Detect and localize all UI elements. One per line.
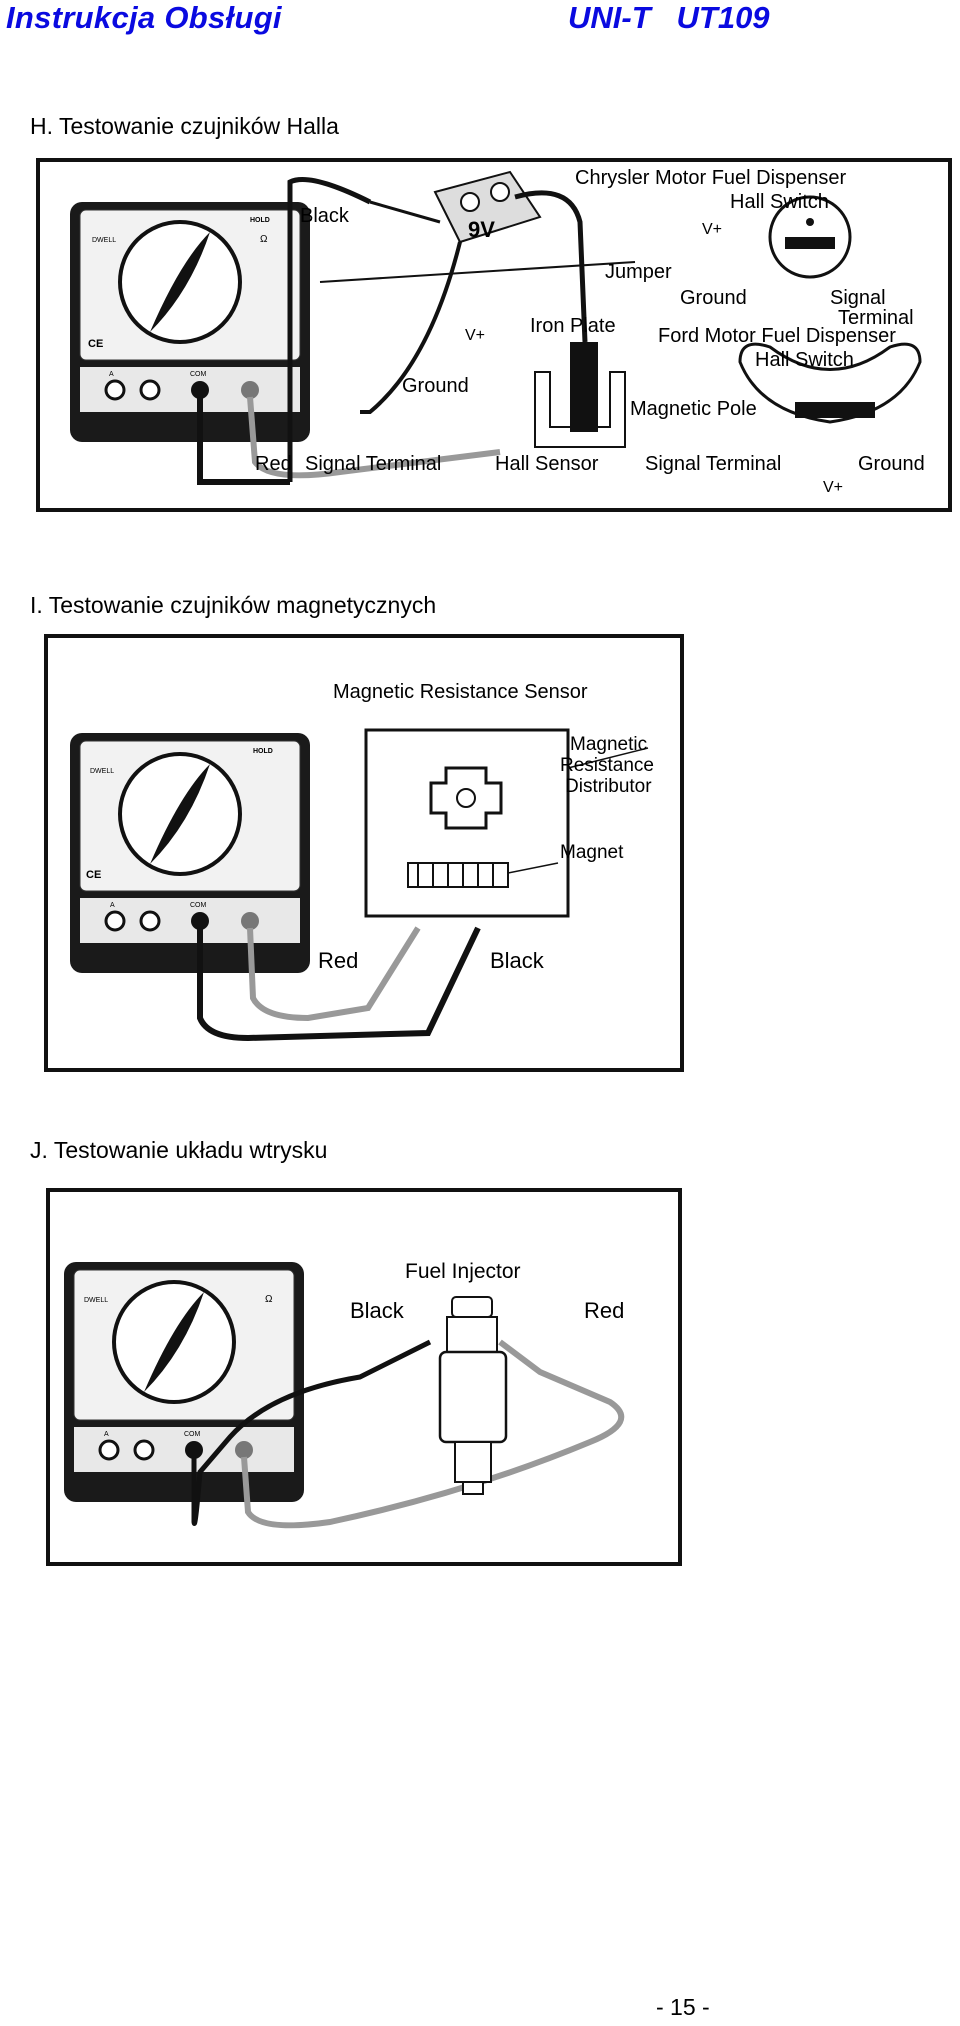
- label-jumper: Jumper: [605, 261, 672, 283]
- label-hall-switch-bottom: Hall Switch: [755, 349, 854, 371]
- a-jack-label: A: [104, 1431, 109, 1438]
- ohm-symbol: Ω: [265, 1294, 273, 1305]
- label-ground-3: Ground: [858, 453, 925, 475]
- multimeter-icon: DWELL Ω A COM: [64, 1262, 304, 1502]
- label-red: Red: [255, 453, 292, 475]
- brand-name: UNI-T: [568, 0, 651, 35]
- label-signal-1: Signal: [830, 287, 886, 309]
- label-terminal-1: Terminal: [838, 307, 914, 329]
- a-jack-label: A: [109, 371, 114, 378]
- magnetic-sensor-diagram: HOLD DWELL CE A COM Magnetic Resistance …: [44, 634, 684, 1072]
- a-jack-label: A: [110, 902, 115, 909]
- label-fuel-injector: Fuel Injector: [405, 1260, 521, 1283]
- label-red: Red: [318, 948, 358, 973]
- sensor-box: [364, 728, 570, 918]
- hall-sensor-diagram: HOLD DWELL CE Ω A COM 9V: [36, 158, 952, 512]
- label-iron-plate: Iron Plate: [530, 315, 616, 337]
- label-distributor-1: Magnetic: [570, 734, 647, 755]
- label-black: Black: [350, 1298, 405, 1323]
- section-j-title: J. Testowanie układu wtrysku: [30, 1137, 328, 1163]
- ce-mark: CE: [86, 869, 101, 881]
- section-i-title: I. Testowanie czujników magnetycznych: [30, 592, 437, 618]
- battery-label: 9V: [468, 217, 495, 242]
- label-magnet: Magnet: [560, 842, 624, 863]
- hall-sensor-icon: [534, 342, 626, 448]
- com-jack-label: COM: [190, 902, 207, 909]
- label-hall-sensor: Hall Sensor: [495, 453, 599, 475]
- magnetic-sensor-diagram-svg: HOLD DWELL CE A COM Magnetic Resistance …: [70, 681, 654, 1042]
- label-black: Black: [490, 948, 545, 973]
- ce-mark: CE: [88, 338, 103, 350]
- com-jack-label: COM: [190, 371, 207, 378]
- multimeter-icon: HOLD DWELL CE Ω A COM: [70, 202, 310, 442]
- label-distributor-3: Distributor: [565, 776, 652, 797]
- section-h-title: H. Testowanie czujników Halla: [30, 113, 339, 139]
- label-hall-switch-top: Hall Switch: [730, 191, 829, 213]
- ford-hall-switch-icon: [738, 342, 922, 424]
- dwell-label: DWELL: [84, 1297, 108, 1304]
- label-signal-terminal-2: Signal Terminal: [305, 453, 441, 475]
- label-magnetic-resistance-sensor: Magnetic Resistance Sensor: [333, 681, 588, 703]
- chrysler-hall-switch-icon: [768, 195, 852, 279]
- hall-sensor-diagram-svg: HOLD DWELL CE Ω A COM 9V: [70, 167, 925, 496]
- label-black: Black: [300, 205, 350, 227]
- hold-label: HOLD: [253, 748, 273, 755]
- page-number: - 15 -: [656, 1994, 710, 2020]
- label-chrysler: Chrysler Motor Fuel Dispenser: [575, 167, 847, 189]
- com-jack-label: COM: [184, 1431, 201, 1438]
- label-vplus-1: V+: [702, 221, 722, 238]
- label-red: Red: [584, 1298, 624, 1323]
- ohm-symbol: Ω: [260, 234, 268, 245]
- multimeter-icon: HOLD DWELL CE A COM: [70, 733, 310, 973]
- battery-icon: 9V: [433, 170, 542, 244]
- label-signal-terminal-3: Signal Terminal: [645, 453, 781, 475]
- label-magnetic-pole: Magnetic Pole: [630, 398, 757, 420]
- label-distributor-2: Resistance: [560, 755, 654, 776]
- fuel-injector-diagram: DWELL Ω A COM Fuel Injector Black Red: [46, 1188, 682, 1566]
- fuel-injector-diagram-svg: DWELL Ω A COM Fuel Injector Black Red: [64, 1260, 624, 1529]
- model-name: UT109: [676, 0, 770, 35]
- label-vplus-2: V+: [465, 327, 485, 344]
- label-ford: Ford Motor Fuel Dispenser: [658, 325, 896, 347]
- label-vplus-3: V+: [823, 479, 843, 496]
- document-header-title: Instrukcja Obsługi: [6, 0, 282, 35]
- label-ground-2: Ground: [402, 375, 469, 397]
- fuel-injector-icon: [438, 1296, 508, 1495]
- label-ground-1: Ground: [680, 287, 747, 309]
- document-header-model: UNI-T UT109: [568, 0, 770, 36]
- hold-label: HOLD: [250, 217, 270, 224]
- dwell-label: DWELL: [90, 768, 114, 775]
- dwell-label: DWELL: [92, 237, 116, 244]
